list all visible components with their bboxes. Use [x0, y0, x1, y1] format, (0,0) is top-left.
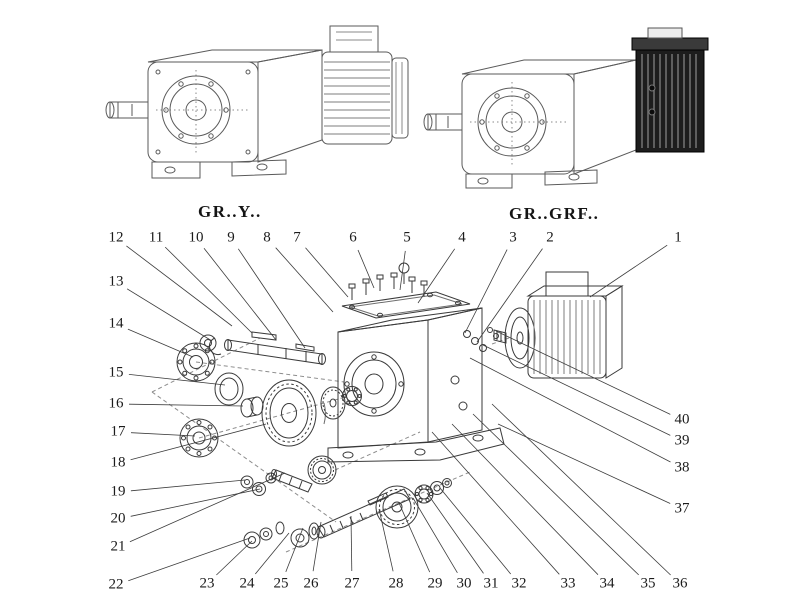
leader-line-5 — [399, 250, 406, 291]
leader-line-10 — [203, 247, 277, 341]
leader-line-36 — [491, 403, 671, 576]
leader-line-24 — [254, 532, 290, 575]
leader-line-3 — [464, 249, 508, 334]
leader-line-31 — [426, 492, 484, 574]
part-number-9: 9 — [227, 229, 235, 246]
leader-line-7 — [305, 247, 349, 298]
exploded-motor — [493, 271, 624, 379]
leader-line-30 — [412, 497, 458, 574]
part-number-22: 22 — [108, 576, 124, 593]
leader-line-32 — [439, 487, 512, 575]
part-number-14: 14 — [108, 315, 124, 332]
leader-line-34 — [451, 423, 599, 575]
part-number-18: 18 — [110, 454, 126, 471]
leader-line-4 — [417, 248, 456, 304]
leader-line-16 — [128, 403, 244, 407]
leader-line-8 — [275, 247, 334, 313]
part-number-1: 1 — [674, 229, 682, 246]
part-number-28: 28 — [388, 575, 404, 592]
input-shaft-assembly — [176, 331, 326, 418]
leader-line-14 — [127, 328, 194, 358]
intermediate-shaft-assembly — [240, 455, 337, 549]
leader-lines — [126, 244, 671, 582]
gear-housing — [327, 307, 505, 463]
leader-line-28 — [378, 508, 394, 572]
leader-line-23 — [216, 540, 253, 576]
part-number-39: 39 — [674, 432, 690, 449]
part-number-25: 25 — [273, 575, 289, 592]
part-number-27: 27 — [344, 575, 360, 592]
leader-line-29 — [398, 502, 431, 573]
leader-line-37 — [497, 423, 671, 504]
part-number-7: 7 — [293, 229, 301, 246]
part-number-35: 35 — [640, 575, 656, 592]
part-number-6: 6 — [349, 229, 357, 246]
gear-cluster — [179, 379, 362, 458]
part-number-30: 30 — [456, 575, 472, 592]
variant-label-gr-grf: GR..GRF.. — [509, 204, 600, 223]
leader-line-15 — [128, 374, 226, 386]
variant-label-gr-y: GR..Y.. — [198, 202, 262, 221]
motor-fasteners — [463, 327, 499, 352]
leader-line-26 — [312, 521, 322, 572]
leader-line-40 — [495, 330, 671, 415]
leader-line-17 — [130, 432, 196, 437]
part-number-15: 15 — [108, 364, 124, 381]
part-number-38: 38 — [674, 459, 690, 476]
assembled-view-gr-y — [105, 25, 409, 179]
leader-line-39 — [482, 344, 671, 436]
part-number-26: 26 — [303, 575, 319, 592]
assembled-view-gr-grf — [423, 27, 709, 189]
part-number-24: 24 — [239, 575, 255, 592]
housing-cover-plate — [341, 291, 471, 319]
part-number-21: 21 — [110, 538, 126, 555]
part-number-33: 33 — [560, 575, 576, 592]
leader-line-27 — [350, 515, 353, 572]
part-number-4: 4 — [458, 229, 466, 246]
part-number-11: 11 — [148, 229, 164, 246]
top-fasteners — [348, 262, 428, 300]
part-number-19: 19 — [110, 483, 126, 500]
part-number-10: 10 — [188, 229, 204, 246]
part-number-23: 23 — [199, 575, 215, 592]
leader-line-1 — [589, 244, 668, 298]
part-number-34: 34 — [599, 575, 615, 592]
part-number-36: 36 — [672, 575, 688, 592]
part-number-5: 5 — [403, 229, 411, 246]
part-number-16: 16 — [108, 395, 124, 412]
part-number-13: 13 — [108, 273, 124, 290]
part-number-20: 20 — [110, 510, 126, 527]
leader-line-9 — [237, 248, 306, 349]
leader-line-25 — [285, 527, 304, 573]
leader-line-21 — [129, 472, 286, 543]
part-number-37: 37 — [674, 500, 690, 517]
leader-line-6 — [357, 249, 375, 289]
part-number-40: 40 — [674, 411, 690, 428]
part-number-17: 17 — [110, 423, 126, 440]
leader-line-12 — [126, 245, 233, 327]
part-number-3: 3 — [509, 229, 517, 246]
leader-line-22 — [128, 537, 251, 582]
leader-line-11 — [164, 246, 253, 334]
leader-line-38 — [469, 357, 671, 463]
part-number-12: 12 — [108, 229, 124, 246]
part-number-2: 2 — [546, 229, 554, 246]
leader-line-18 — [130, 423, 267, 461]
part-number-32: 32 — [511, 575, 527, 592]
part-number-31: 31 — [483, 575, 499, 592]
exploded-view — [151, 262, 624, 553]
leader-line-2 — [476, 248, 543, 343]
output-shaft-assembly — [290, 478, 452, 548]
part-number-8: 8 — [263, 229, 271, 246]
part-number-29: 29 — [427, 575, 443, 592]
leader-line-13 — [126, 288, 213, 342]
leader-line-33 — [431, 431, 560, 575]
leader-line-19 — [130, 479, 246, 492]
leader-line-35 — [472, 413, 639, 576]
